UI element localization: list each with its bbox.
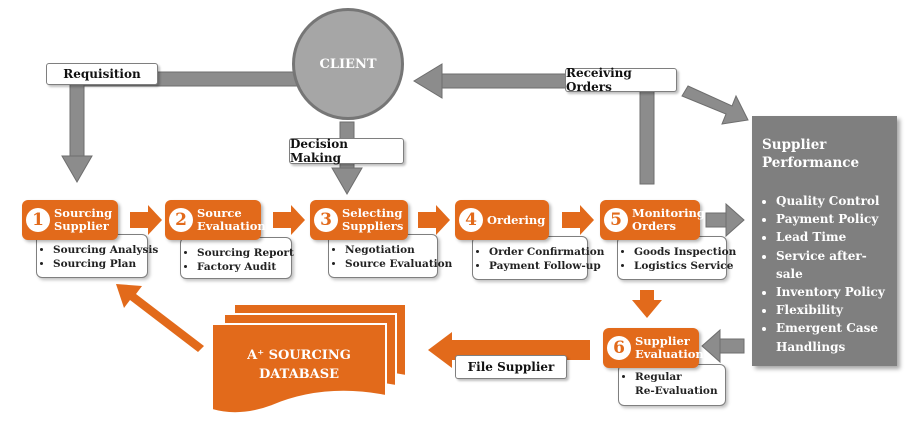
step-6-number: 6: [607, 336, 631, 360]
step-5-details: Goods Inspection Logistics Service: [617, 236, 736, 280]
step-3-selecting-suppliers: 3 Selecting Suppliers: [310, 200, 408, 240]
step-1-item: Sourcing Plan: [53, 257, 141, 271]
receiving-orders-label: Receiving Orders: [565, 66, 677, 94]
step-1-number: 1: [26, 208, 50, 232]
step-2-item: Sourcing Report: [197, 246, 294, 260]
step-3-item: Negotiation: [345, 243, 431, 257]
step-5-title: Monitoring Orders: [632, 206, 705, 233]
performance-item: Emergent Case Handlings: [776, 319, 887, 355]
step-4-number: 4: [459, 208, 483, 232]
performance-diagonal-arrow: [681, 85, 749, 125]
performance-item: Payment Policy: [776, 210, 887, 228]
step-2-title: Source Evaluation: [197, 206, 266, 233]
step-3-title: Selecting Suppliers: [342, 206, 404, 233]
step-3-number: 3: [314, 208, 338, 232]
step-5-monitoring-orders: 5 Monitoring Orders: [600, 200, 705, 240]
sourcing-database-label: A⁺ SOURCING DATABASE: [247, 348, 351, 382]
arrow-2-to-3: [273, 205, 305, 235]
arrow-5-to-6: [632, 290, 662, 318]
arrow-database-to-step1: [116, 284, 204, 352]
step5-to-performance-arrowhead: [725, 202, 745, 238]
performance-item: Inventory Policy: [776, 283, 887, 301]
requisition-label: Requisition: [46, 63, 158, 85]
file-supplier-label: File Supplier: [455, 355, 567, 379]
database-document-stack: [211, 303, 407, 415]
performance-item: Flexibility: [776, 301, 887, 319]
decision-arrowhead: [331, 167, 363, 196]
arrow-3-to-4: [418, 205, 450, 235]
step-5-number: 5: [604, 208, 628, 232]
step-1-sourcing-supplier: 1 Sourcing Supplier: [22, 200, 118, 240]
step-1-title: Sourcing Supplier: [54, 206, 113, 233]
step-3-details: Negotiation Source Evaluation: [328, 234, 452, 278]
step-5-item: Logistics Service: [634, 259, 733, 273]
requisition-arrowhead: [61, 155, 93, 184]
decision-making-label: Decision Making: [289, 137, 404, 165]
step-2-details: Sourcing Report Factory Audit: [180, 237, 294, 279]
step-3-item: Source Evaluation: [345, 257, 452, 271]
step-6-item: Regular Re-Evaluation: [635, 370, 719, 398]
supplier-performance-panel: Supplier Performance Quality Control Pay…: [752, 116, 897, 366]
step-4-title: Ordering: [487, 212, 546, 227]
step-6-title: Supplier Evaluation: [635, 334, 704, 361]
receiving-arrowhead: [413, 63, 443, 99]
step-4-details: Order Confirmation Payment Follow-up: [472, 236, 604, 280]
step-5-item: Goods Inspection: [634, 245, 736, 259]
requisition-line-vertical: [69, 79, 85, 161]
step-1-item: Sourcing Analysis: [53, 243, 158, 257]
performance-item: Lead Time: [776, 228, 887, 246]
step-4-ordering: 4 Ordering: [455, 200, 549, 240]
performance-item: Quality Control: [776, 192, 887, 210]
step-4-item: Order Confirmation: [489, 245, 604, 259]
performance-to-step6-arrowhead: [701, 328, 721, 364]
step-2-source-evaluation: 2 Source Evaluation: [165, 200, 266, 240]
performance-item: Service after-sale: [776, 247, 887, 283]
client-circle: CLIENT: [292, 8, 404, 120]
supplier-performance-title: Supplier Performance: [762, 137, 860, 171]
step-2-number: 2: [169, 208, 193, 232]
step-6-details: Regular Re-Evaluation: [618, 364, 726, 406]
performance-to-step6-shaft: [717, 338, 745, 354]
client-label: CLIENT: [319, 56, 377, 72]
step-6-supplier-evaluation: 6 Supplier Evaluation: [603, 328, 704, 368]
arrow-1-to-2: [130, 205, 162, 235]
arrow-4-to-5: [562, 205, 594, 235]
step-1-details: Sourcing Analysis Sourcing Plan: [36, 234, 158, 278]
step-4-item: Payment Follow-up: [489, 259, 601, 273]
step5-to-performance-shaft: [705, 212, 729, 228]
step-2-item: Factory Audit: [197, 260, 285, 274]
